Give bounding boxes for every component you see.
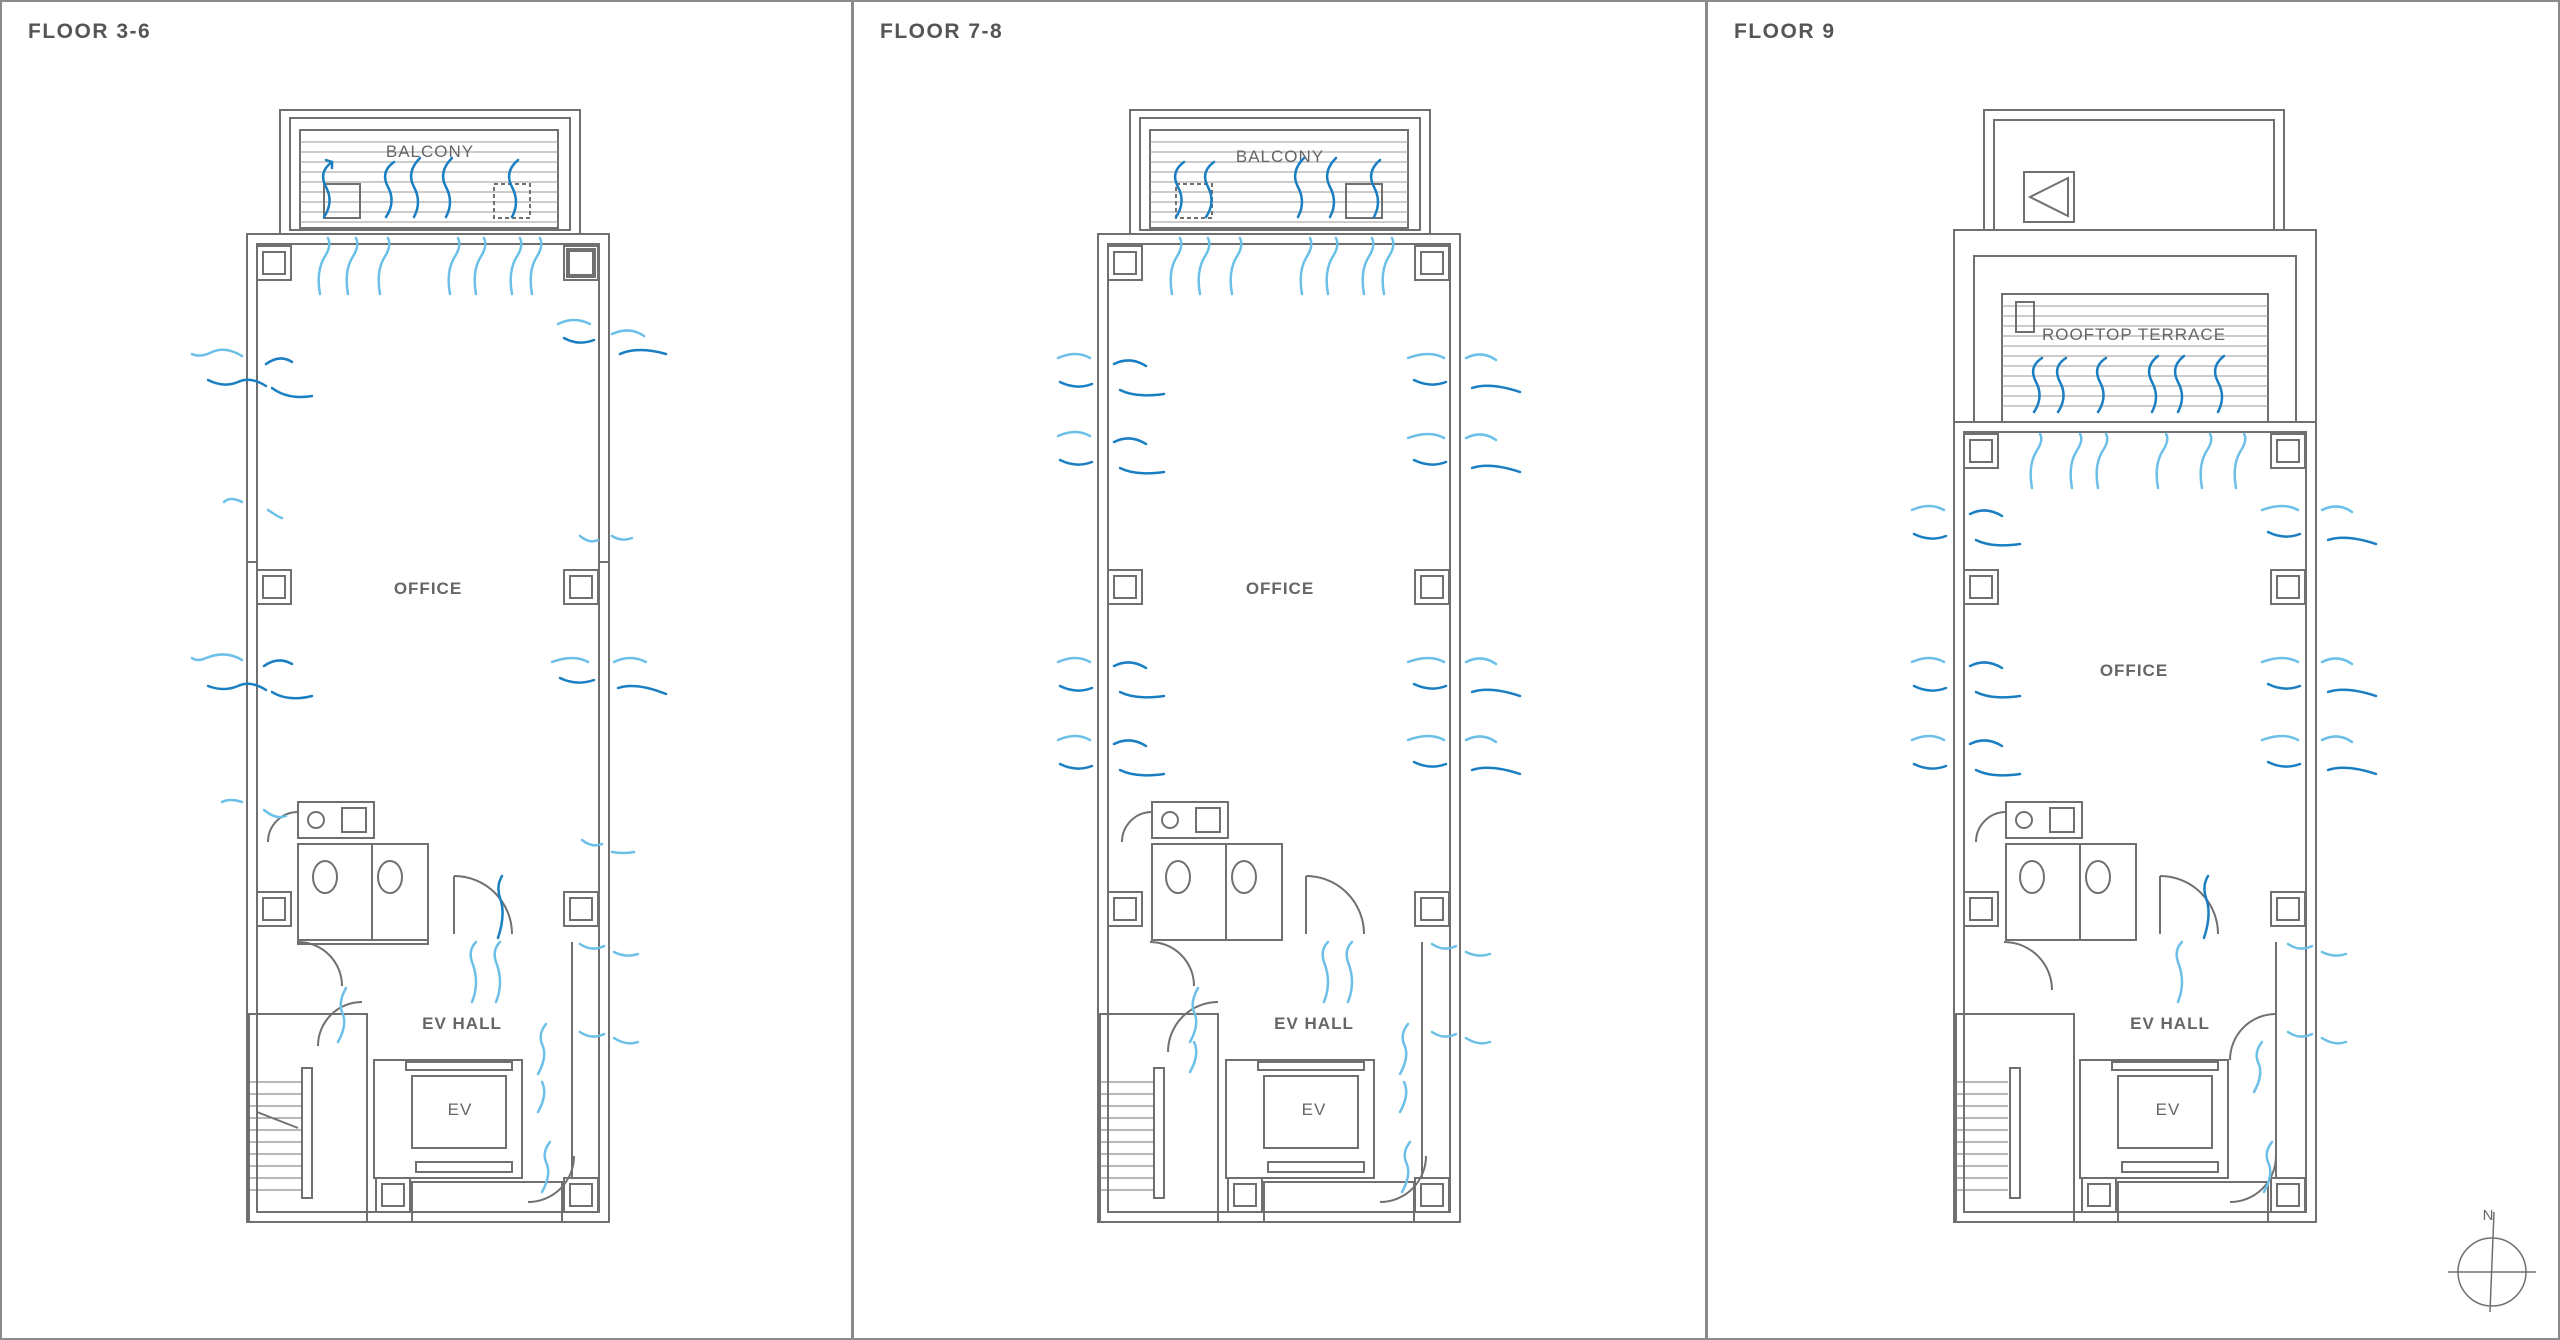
floor-plan: BALCONY — [1056, 109, 1522, 1223]
ev-label: EV — [2156, 1100, 2181, 1119]
floor-plan: ROOFTOP TERRACE — [1910, 109, 2536, 1313]
office-label: OFFICE — [394, 579, 462, 598]
ev-hall-label: EV HALL — [422, 1014, 502, 1033]
floor-panel-7-8: FLOOR 7-8 BALCONY — [852, 0, 1707, 1340]
ev-label: EV — [448, 1100, 473, 1119]
building-outline — [1097, 233, 1461, 1223]
building-outline — [246, 233, 610, 1223]
ev-label: EV — [1302, 1100, 1327, 1119]
balcony-label: BALCONY — [386, 142, 474, 161]
rooftop-terrace-label: ROOFTOP TERRACE — [2042, 325, 2226, 344]
floor-plan: BALCONY — [190, 109, 668, 1223]
floor-panel-9: FLOOR 9 ROOFTOP TERRACE — [1706, 0, 2560, 1340]
panel-title: FLOOR 7-8 — [880, 20, 1004, 43]
ev-hall-label: EV HALL — [1274, 1014, 1354, 1033]
compass-north-label: N — [2483, 1207, 2494, 1224]
balcony — [1129, 109, 1431, 235]
panel-title: FLOOR 9 — [1734, 20, 1836, 43]
airflow-arrows — [190, 156, 668, 1194]
building-outline — [1953, 421, 2317, 1223]
ev-hall-label: EV HALL — [2130, 1014, 2210, 1033]
north-compass-icon — [2448, 1211, 2536, 1313]
floor-panel-3-6: FLOOR 3-6 BALCONY — [0, 0, 853, 1340]
airflow-arrows — [1056, 156, 1522, 1194]
office-label: OFFICE — [2100, 661, 2168, 680]
roof-structure — [1953, 109, 2317, 423]
balcony-label: BALCONY — [1236, 147, 1324, 166]
office-label: OFFICE — [1246, 579, 1314, 598]
airflow-arrows — [1910, 354, 2378, 1194]
panel-title: FLOOR 3-6 — [28, 20, 152, 43]
